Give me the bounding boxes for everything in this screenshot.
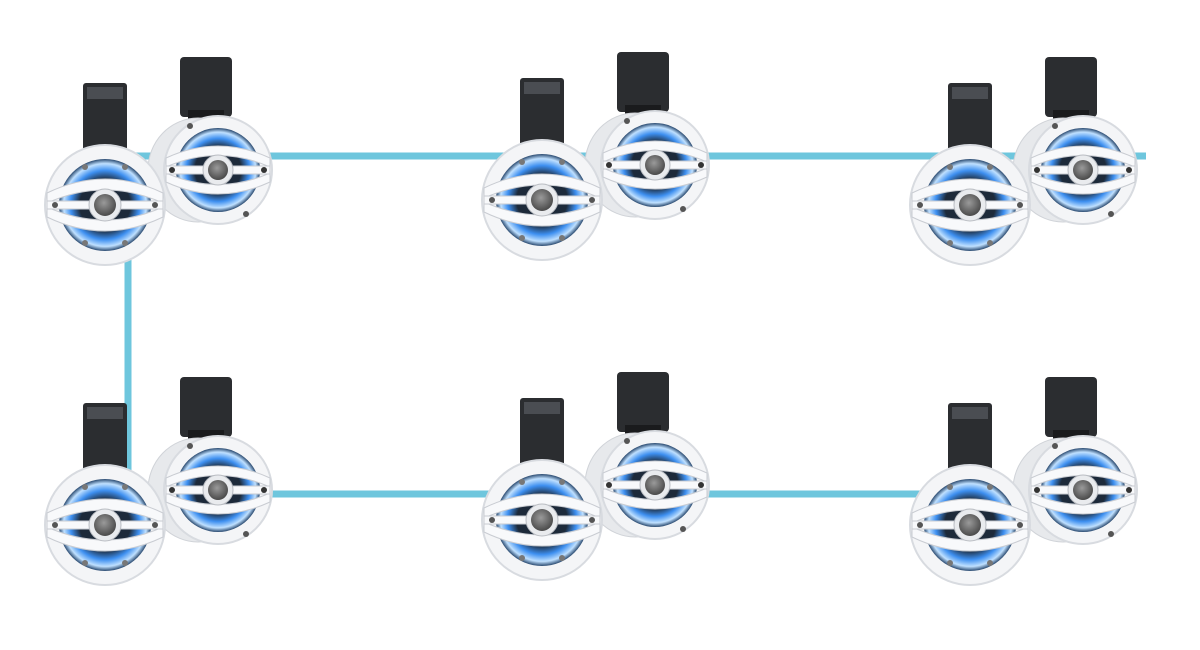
speaker-pair-top-center bbox=[482, 52, 709, 260]
speaker-pair-top-right bbox=[910, 57, 1137, 265]
speaker-pair-bottom-right bbox=[910, 377, 1137, 585]
speaker-pair-top-left bbox=[45, 57, 272, 265]
speaker-pair-bottom-left bbox=[45, 377, 272, 585]
speaker-pair-bottom-center bbox=[482, 372, 709, 580]
speaker-pairs bbox=[45, 52, 1137, 585]
